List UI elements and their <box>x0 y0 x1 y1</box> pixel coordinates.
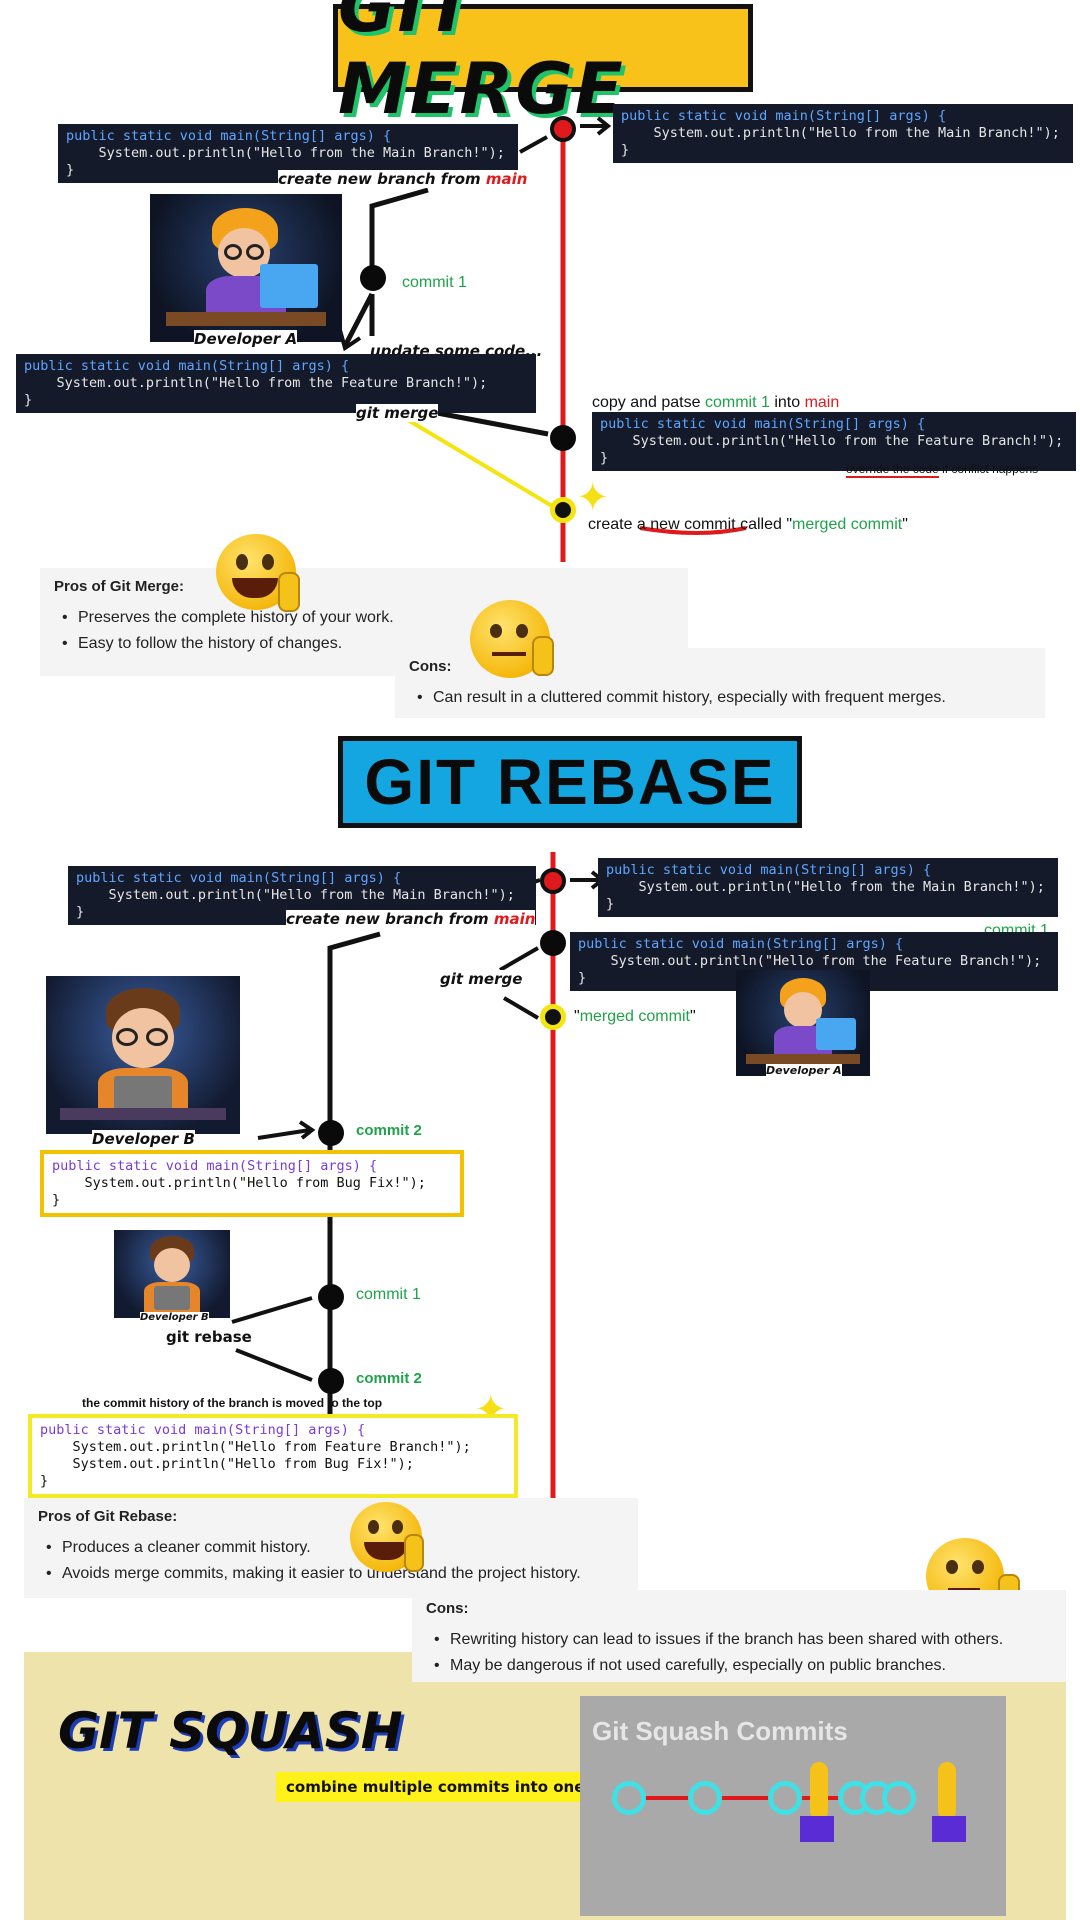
merge-override-note: override the code if conflict happens <box>846 462 1039 478</box>
rebase-lower-commit2-dot <box>318 1368 344 1394</box>
thumbs-down-icon <box>532 636 554 676</box>
merge-pros-item: Easy to follow the history of changes. <box>54 635 674 653</box>
left-hand-icon <box>800 1762 834 1842</box>
merge-git-merge-line <box>431 409 549 437</box>
rebase-code-bugfix: public static void main(String[] args) {… <box>40 1150 464 1217</box>
thumbs-up-icon <box>404 1534 424 1572</box>
merge-code-feature: public static void main(String[] args) {… <box>16 354 536 413</box>
rebase-code-main-right: public static void main(String[] args) {… <box>598 858 1058 917</box>
squash-subtitle: combine multiple commits into one <box>276 1772 595 1802</box>
merge-cons-title: Cons: <box>409 658 452 675</box>
git-rebase-label: git rebase <box>166 1328 252 1346</box>
commit-ring-icon <box>688 1781 722 1815</box>
merge-cons-item: Can result in a cluttered commit history… <box>409 689 1031 707</box>
merge-git-merge-label: git merge <box>356 404 439 422</box>
merge-create-branch-label: create new branch from main <box>278 170 528 188</box>
developer-b-small-avatar <box>114 1230 230 1318</box>
squash-illustration: Git Squash Commits <box>580 1696 1006 1916</box>
rebase-lower-commit2-label: commit 2 <box>356 1370 422 1387</box>
rebase-branch-line <box>327 931 381 1130</box>
rebase-code-feature: public static void main(String[] args) {… <box>570 932 1058 991</box>
merge-title-box: GIT MERGE <box>333 0 753 130</box>
commit-ring-icon <box>768 1781 802 1815</box>
merge-title: GIT MERGE <box>338 0 625 130</box>
squash-title: GIT SQUASH <box>58 1702 403 1760</box>
developer-a-small-avatar <box>736 970 870 1076</box>
merge-pros-item: Preserves the complete history of your w… <box>54 609 674 627</box>
rebase-lower-commit1-label: commit 1 <box>356 1286 421 1303</box>
developer-a-avatar <box>150 194 342 342</box>
merge-arrow-to-left-code <box>519 135 548 154</box>
merge-merged-commit-dot <box>550 497 576 523</box>
squash-box-title: Git Squash Commits <box>592 1716 848 1746</box>
merge-yellow-line <box>406 418 554 508</box>
rebase-main-commit-dot <box>540 868 566 894</box>
rebase-pros-title: Pros of Git Rebase: <box>38 1508 178 1525</box>
rebase-moved-note: the commit history of the branch is move… <box>82 1396 383 1410</box>
merge-pros-title: Pros of Git Merge: <box>54 578 185 595</box>
merge-commit-dot <box>550 425 576 451</box>
rebase-commit2-label: commit 2 <box>356 1122 422 1139</box>
rebase-commit2-dot <box>318 1120 344 1146</box>
merge-code-main-right: public static void main(String[] args) {… <box>613 104 1073 163</box>
commit-ring-icon <box>882 1781 916 1815</box>
developer-b-small-caption: Developer B <box>140 1312 209 1323</box>
commit-ring-icon <box>612 1781 646 1815</box>
developer-b-avatar <box>46 976 240 1134</box>
rebase-title: GIT REBASE <box>364 746 776 818</box>
rebase-commit1-dot <box>540 930 566 956</box>
merge-code-merged: public static void main(String[] args) {… <box>592 412 1076 471</box>
rebase-git-merge-label: git merge <box>440 970 523 988</box>
thumbs-up-icon <box>278 572 300 612</box>
rebase-lower-commit1-dot <box>318 1284 344 1310</box>
sparkle-icon: ✦ <box>576 475 610 521</box>
merge-commit1-label: commit 1 <box>402 274 467 291</box>
merge-new-commit-label: create a new commit called "merged commi… <box>588 516 908 533</box>
merge-commit1-dot <box>360 265 386 291</box>
merge-underline <box>639 526 747 535</box>
merge-branch-line <box>369 187 429 282</box>
rebase-merged-commit-dot <box>540 1004 566 1030</box>
rebase-pros-item: Produces a cleaner commit history. <box>38 1539 624 1557</box>
rebase-pros-item: Avoids merge commits, making it easier t… <box>38 1565 624 1583</box>
rebase-cons-panel-overlay: Cons: Rewriting history can lead to issu… <box>412 1590 1066 1682</box>
developer-a-caption: Developer A <box>194 330 298 348</box>
developer-b-caption: Developer B <box>92 1130 195 1148</box>
right-hand-icon <box>932 1762 966 1842</box>
rebase-title-box: GIT REBASE <box>338 736 802 828</box>
developer-a-small-caption: Developer A <box>766 1064 842 1077</box>
rebase-create-branch-label: create new branch from main <box>286 910 536 928</box>
rebase-pros-panel: Pros of Git Rebase: Produces a cleaner c… <box>24 1498 638 1598</box>
merge-main-commit-dot <box>550 116 576 142</box>
merge-copy-paste-label: copy and patse commit 1 into main <box>592 394 840 411</box>
rebase-merged-commit-label: "merged commit" <box>574 1008 696 1025</box>
rebase-code-rebased: public static void main(String[] args) {… <box>28 1414 518 1498</box>
merge-branch-to-dev <box>342 292 375 348</box>
